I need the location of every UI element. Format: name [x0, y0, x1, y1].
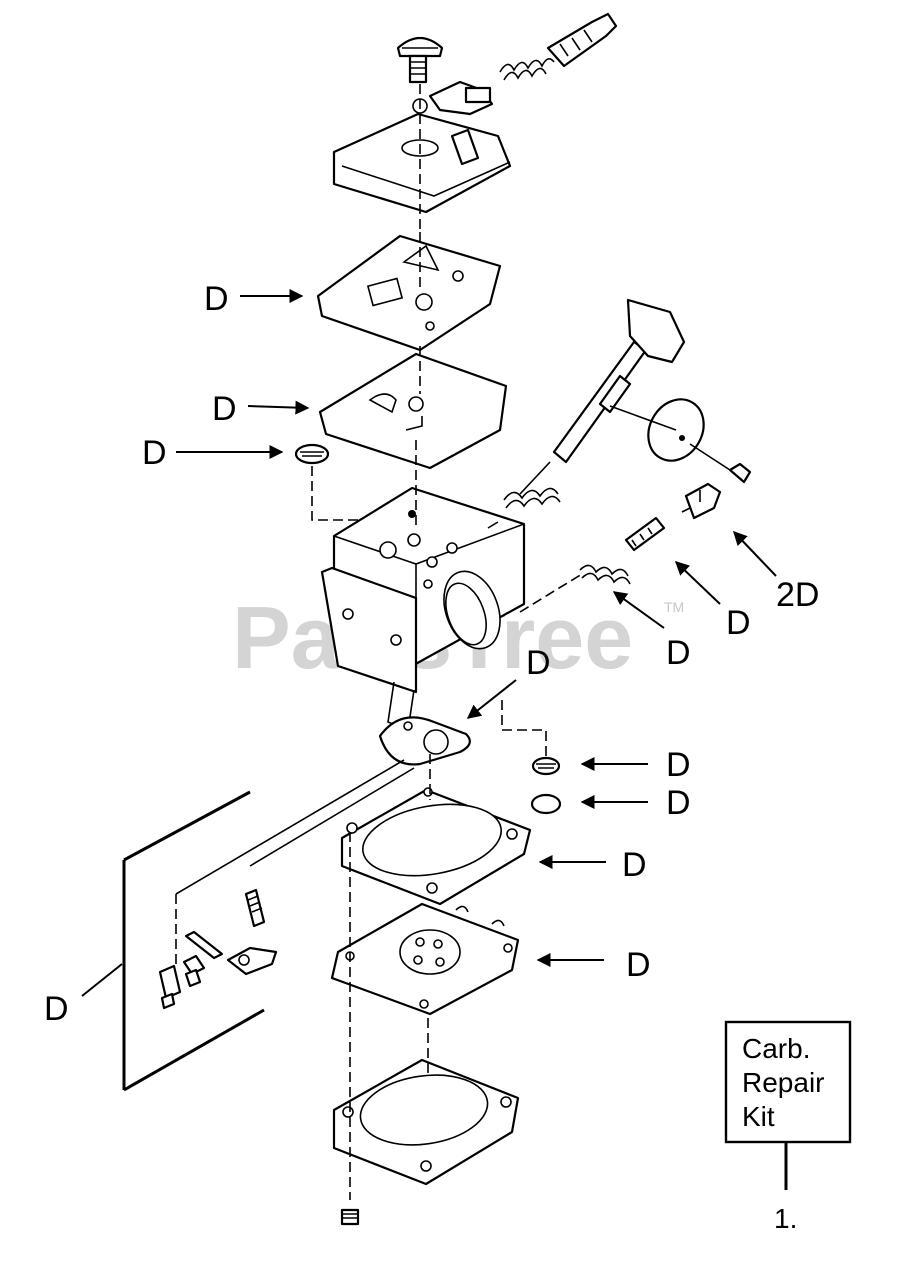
- metering-lever: [681, 482, 722, 520]
- carburetor-body: [320, 440, 526, 732]
- gasket-lower: [318, 346, 508, 470]
- callout-2d-metering-lever: 2D: [776, 576, 819, 614]
- choke-shaft: [552, 298, 752, 484]
- top-cover: [332, 84, 512, 232]
- pump-gasket: [340, 754, 532, 906]
- watermark-trademark: TM: [664, 599, 684, 615]
- repair-kit-ref: 1.: [774, 1203, 797, 1234]
- repair-kit-line3: Kit: [742, 1101, 775, 1132]
- callout-d-parts-group: D: [44, 990, 69, 1028]
- gasket-upper: [316, 232, 502, 352]
- metering-diaphragm: [330, 902, 520, 1016]
- kit-bracket: [81, 790, 265, 1092]
- callout-d-pump-gasket: D: [622, 846, 647, 884]
- callout-d-gasket-upper: D: [204, 280, 229, 318]
- bottom-screw: [340, 832, 360, 1226]
- callout-d-gasket-lower: D: [212, 390, 237, 428]
- callout-d-diaphragm: D: [626, 946, 651, 984]
- bottom-cover: [332, 1018, 520, 1186]
- callout-d-high-speed-needle: D: [726, 604, 751, 642]
- lower-left-parts-group: [158, 759, 415, 1010]
- callout-arrows: [176, 289, 777, 967]
- choke-spring: [487, 461, 561, 529]
- callout-d-inlet-valve: D: [526, 644, 551, 682]
- callout-d-needle-spring: D: [666, 634, 691, 672]
- pump-screen: [501, 700, 562, 815]
- idle-speed-screw: [499, 12, 618, 81]
- callout-d-pump-disc: D: [666, 784, 691, 822]
- inlet-valve-plate: [378, 716, 471, 766]
- high-speed-needle: [519, 516, 666, 613]
- repair-kit-line1: Carb.: [742, 1033, 810, 1064]
- repair-kit-line2: Repair: [742, 1067, 824, 1098]
- repair-kit-box: Carb. Repair Kit 1.: [724, 1020, 852, 1234]
- top-screw: [396, 36, 444, 84]
- callout-d-inlet-screen: D: [142, 434, 167, 472]
- callout-d-pump-screen: D: [666, 746, 691, 784]
- throttle-lever: [412, 80, 494, 116]
